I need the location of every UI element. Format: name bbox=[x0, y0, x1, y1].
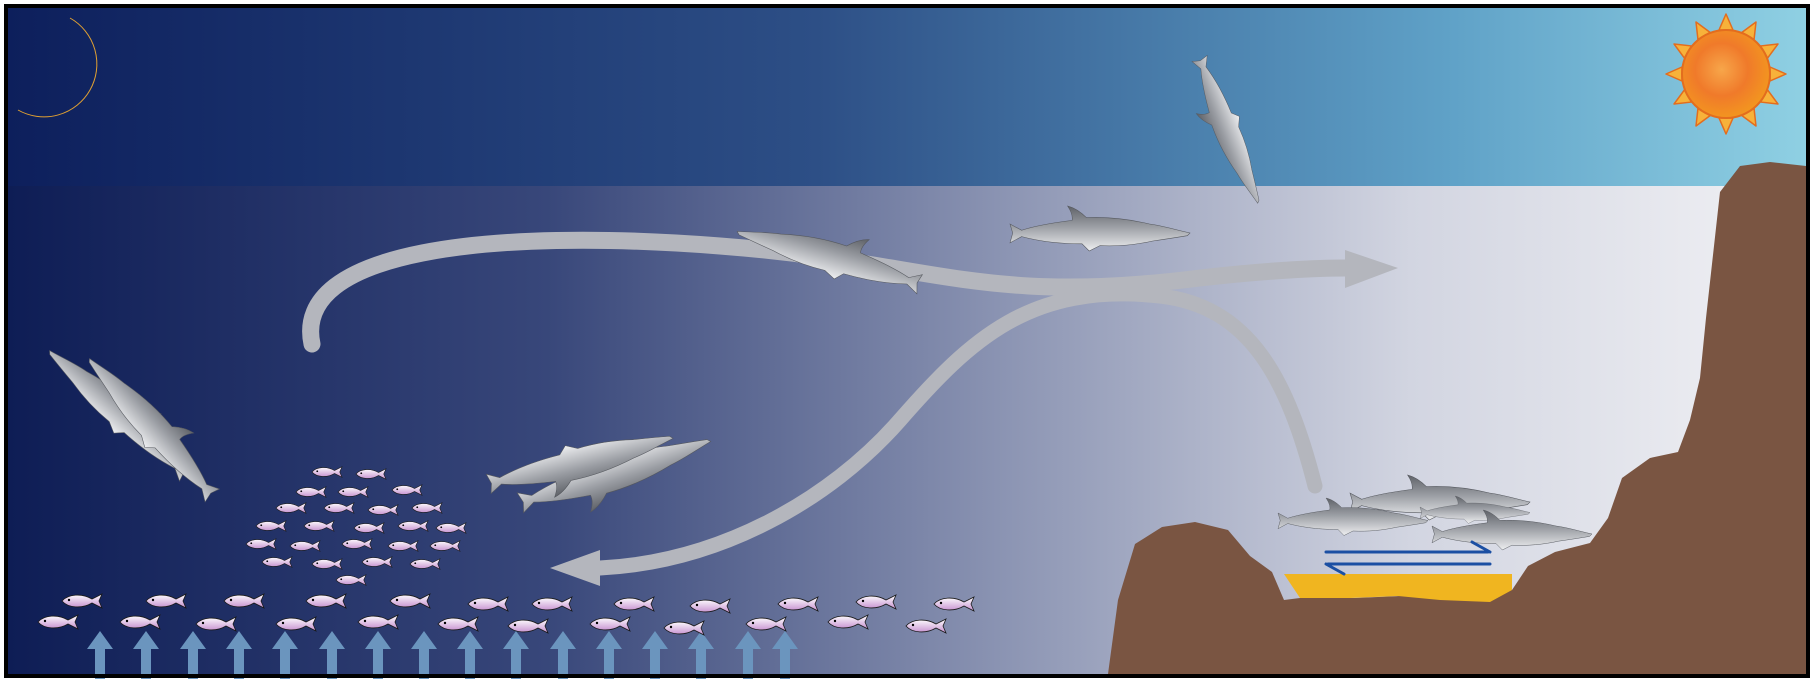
sky-band bbox=[8, 8, 1806, 186]
